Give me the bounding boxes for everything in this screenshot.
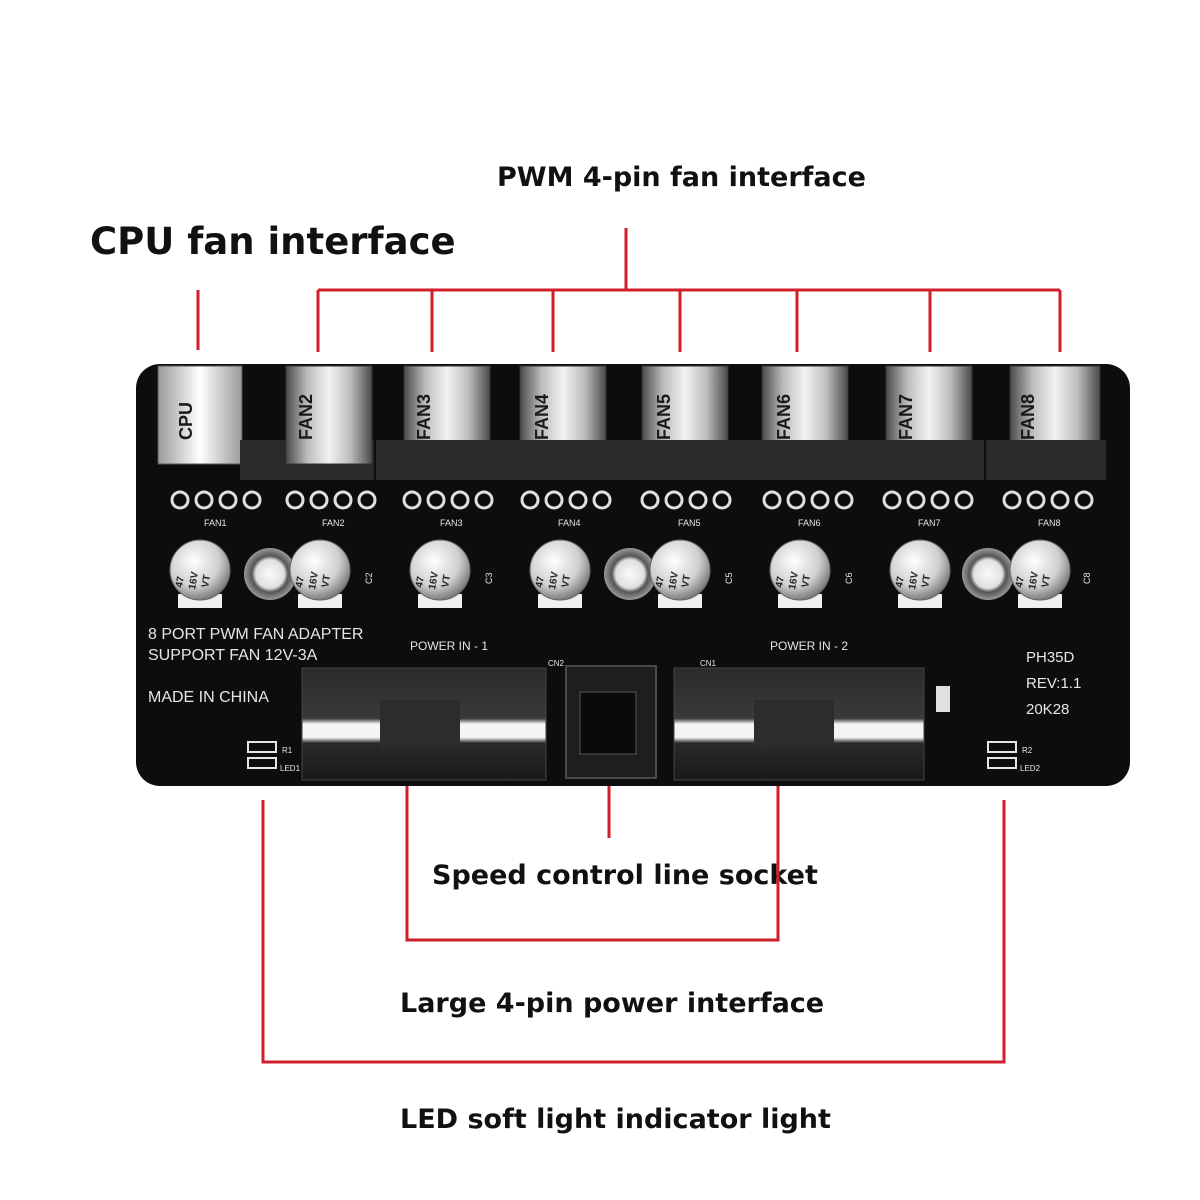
speed-control-socket-callout: Speed control line socket [432,860,818,891]
date-code-label: 20K28 [1026,701,1069,718]
pin-row-fan2 [285,490,377,510]
svg-text:47: 47 [414,575,427,588]
pin-label-fan8: FAN8 [1038,518,1061,528]
pin-row-fan3 [402,490,494,510]
ref-cn1: CN1 [700,659,717,668]
header-label-cpu: CPU [176,402,196,440]
fan-header-6: FAN6 [740,365,862,480]
header-label-fan3: FAN3 [414,394,434,440]
svg-text:R2: R2 [1022,746,1033,755]
board-title-line1: 8 PORT PWM FAN ADAPTER [148,626,363,643]
svg-text:VT: VT [920,574,933,588]
header-label-fan5: FAN5 [654,394,674,440]
header-label-fan4: FAN4 [532,394,552,440]
led-indicator-1: R1 LED1 [247,741,301,773]
cap-ref-c3: C3 [484,572,494,584]
pin-row-fan5 [640,490,732,510]
svg-text:VT: VT [800,574,813,588]
capacitor-6: 47 16V VT C6 [769,539,854,608]
pin-label-fan4: FAN4 [558,518,581,528]
svg-text:16V: 16V [1027,571,1041,591]
svg-text:VT: VT [560,574,573,588]
pin-label-fan5: FAN5 [678,518,701,528]
fan-header-7: FAN7 [862,365,984,480]
svg-text:VT: VT [680,574,693,588]
led-indicator-2: R2 LED2 [987,741,1041,773]
svg-text:16V: 16V [427,571,441,591]
power-connector-1[interactable] [301,667,547,781]
fan-header-2: FAN2 [285,365,373,465]
speed-control-socket[interactable] [565,665,657,779]
made-in-label: MADE IN CHINA [148,689,269,706]
mounting-hole-3 [962,548,1014,600]
header-label-fan8: FAN8 [1018,394,1038,440]
mounting-hole-1 [244,548,296,600]
fan-header-8: FAN8 [986,365,1106,480]
svg-text:VT: VT [320,574,333,588]
svg-text:47: 47 [174,575,187,588]
board-title-line2: SUPPORT FAN 12V-3A [148,647,318,664]
svg-text:VT: VT [200,574,213,588]
pwm-fan-interface-callout: PWM 4-pin fan interface [497,162,866,193]
pin-label-fan2: FAN2 [322,518,345,528]
pin-row-fan1 [170,490,262,510]
svg-text:47: 47 [654,575,667,588]
pin-label-fan3: FAN3 [440,518,463,528]
capacitor-8: 47 16V VT C8 [1009,539,1092,608]
svg-text:16V: 16V [307,571,321,591]
mounting-hole-2 [604,548,656,600]
capacitor-7: 47 16V VT [889,539,951,608]
pin-label-fan6: FAN6 [798,518,821,528]
cap-ref-c8: C8 [1082,572,1092,584]
fan-header-4: FAN4 [498,365,620,480]
svg-text:47: 47 [894,575,907,588]
fan-header-5: FAN5 [620,365,742,480]
power-interface-leader [405,786,780,942]
cap-ref-c5: C5 [724,572,734,584]
svg-text:LED2: LED2 [1020,764,1041,773]
svg-text:LED1: LED1 [280,764,301,773]
revision-label: REV:1.1 [1026,675,1081,692]
svg-text:47: 47 [534,575,547,588]
pin-row-fan8 [1002,490,1094,510]
capacitor-2: 47 16V VT C2 [289,539,374,608]
header-label-fan6: FAN6 [774,394,794,440]
svg-text:16V: 16V [547,571,561,591]
power-in-1-label: POWER IN - 1 [410,639,488,653]
svg-text:16V: 16V [667,571,681,591]
pwm-fan-leader [316,228,1062,352]
svg-text:VT: VT [1040,574,1053,588]
svg-text:47: 47 [774,575,787,588]
cpu-fan-interface-callout: CPU fan interface [90,220,456,263]
svg-text:16V: 16V [187,571,201,591]
svg-text:VT: VT [440,574,453,588]
model-label: PH35D [1026,649,1075,666]
cap-ref-c6: C6 [844,572,854,584]
svg-text:47: 47 [294,575,307,588]
pin-row-fan7 [882,490,974,510]
led-indicator-callout: LED soft light indicator light [400,1104,831,1135]
power-connector-2[interactable] [673,667,950,781]
capacitor-4: 47 16V VT [529,539,591,608]
pin-row-fan4 [520,490,612,510]
svg-text:47: 47 [1014,575,1027,588]
pin-label-fan1: FAN1 [204,518,227,528]
fan-header-3: FAN3 [376,365,498,480]
cap-ref-c2: C2 [364,572,374,584]
pin-row-fan6 [762,490,854,510]
svg-text:R1: R1 [282,746,293,755]
power-4pin-interface-callout: Large 4-pin power interface [400,988,825,1019]
svg-text:16V: 16V [787,571,801,591]
capacitor-3: 47 16V VT C3 [409,539,494,608]
pin-label-fan7: FAN7 [918,518,941,528]
ref-cn2: CN2 [548,659,565,668]
power-in-2-label: POWER IN - 2 [770,639,848,653]
header-label-fan7: FAN7 [896,394,916,440]
capacitor-5: 47 16V VT C5 [649,539,734,608]
header-label-fan2: FAN2 [296,394,316,440]
svg-text:16V: 16V [907,571,921,591]
led-indicator-leader [261,800,1006,1064]
capacitor-1: 47 16V VT [169,539,231,608]
